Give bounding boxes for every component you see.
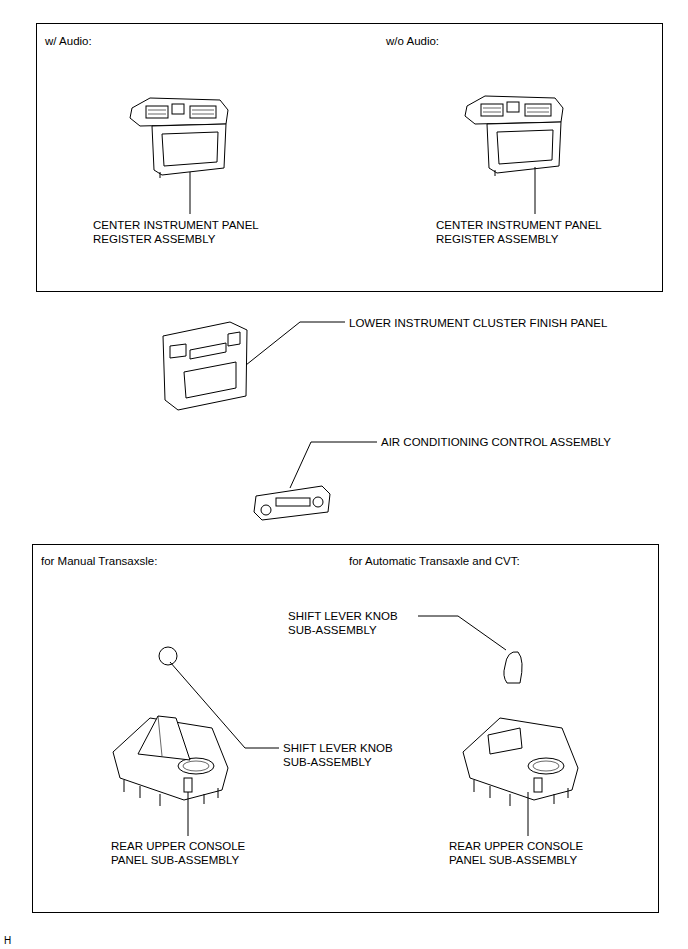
part-label: REAR UPPER CONSOLE PANEL SUB-ASSEMBLY bbox=[449, 839, 609, 867]
variant-heading: w/o Audio: bbox=[386, 34, 439, 48]
part-label: LOWER INSTRUMENT CLUSTER FINISH PANEL bbox=[349, 316, 607, 330]
variant-frame: w/ Audio: w/o Audio: bbox=[36, 23, 663, 292]
variant-heading: for Manual Transaxsle: bbox=[41, 554, 157, 568]
page-code: H bbox=[4, 934, 11, 948]
part-label: REAR UPPER CONSOLE PANEL SUB-ASSEMBLY bbox=[111, 839, 271, 867]
part-label: AIR CONDITIONING CONTROL ASSEMBLY bbox=[381, 435, 611, 449]
part-label: CENTER INSTRUMENT PANEL REGISTER ASSEMBL… bbox=[436, 218, 626, 246]
variant-heading: for Automatic Transaxle and CVT: bbox=[349, 554, 520, 568]
part-label: SHIFT LEVER KNOB SUB-ASSEMBLY bbox=[283, 741, 415, 769]
part-label: SHIFT LEVER KNOB SUB-ASSEMBLY bbox=[288, 609, 420, 637]
variant-heading: w/ Audio: bbox=[45, 34, 92, 48]
part-label: CENTER INSTRUMENT PANEL REGISTER ASSEMBL… bbox=[93, 218, 283, 246]
